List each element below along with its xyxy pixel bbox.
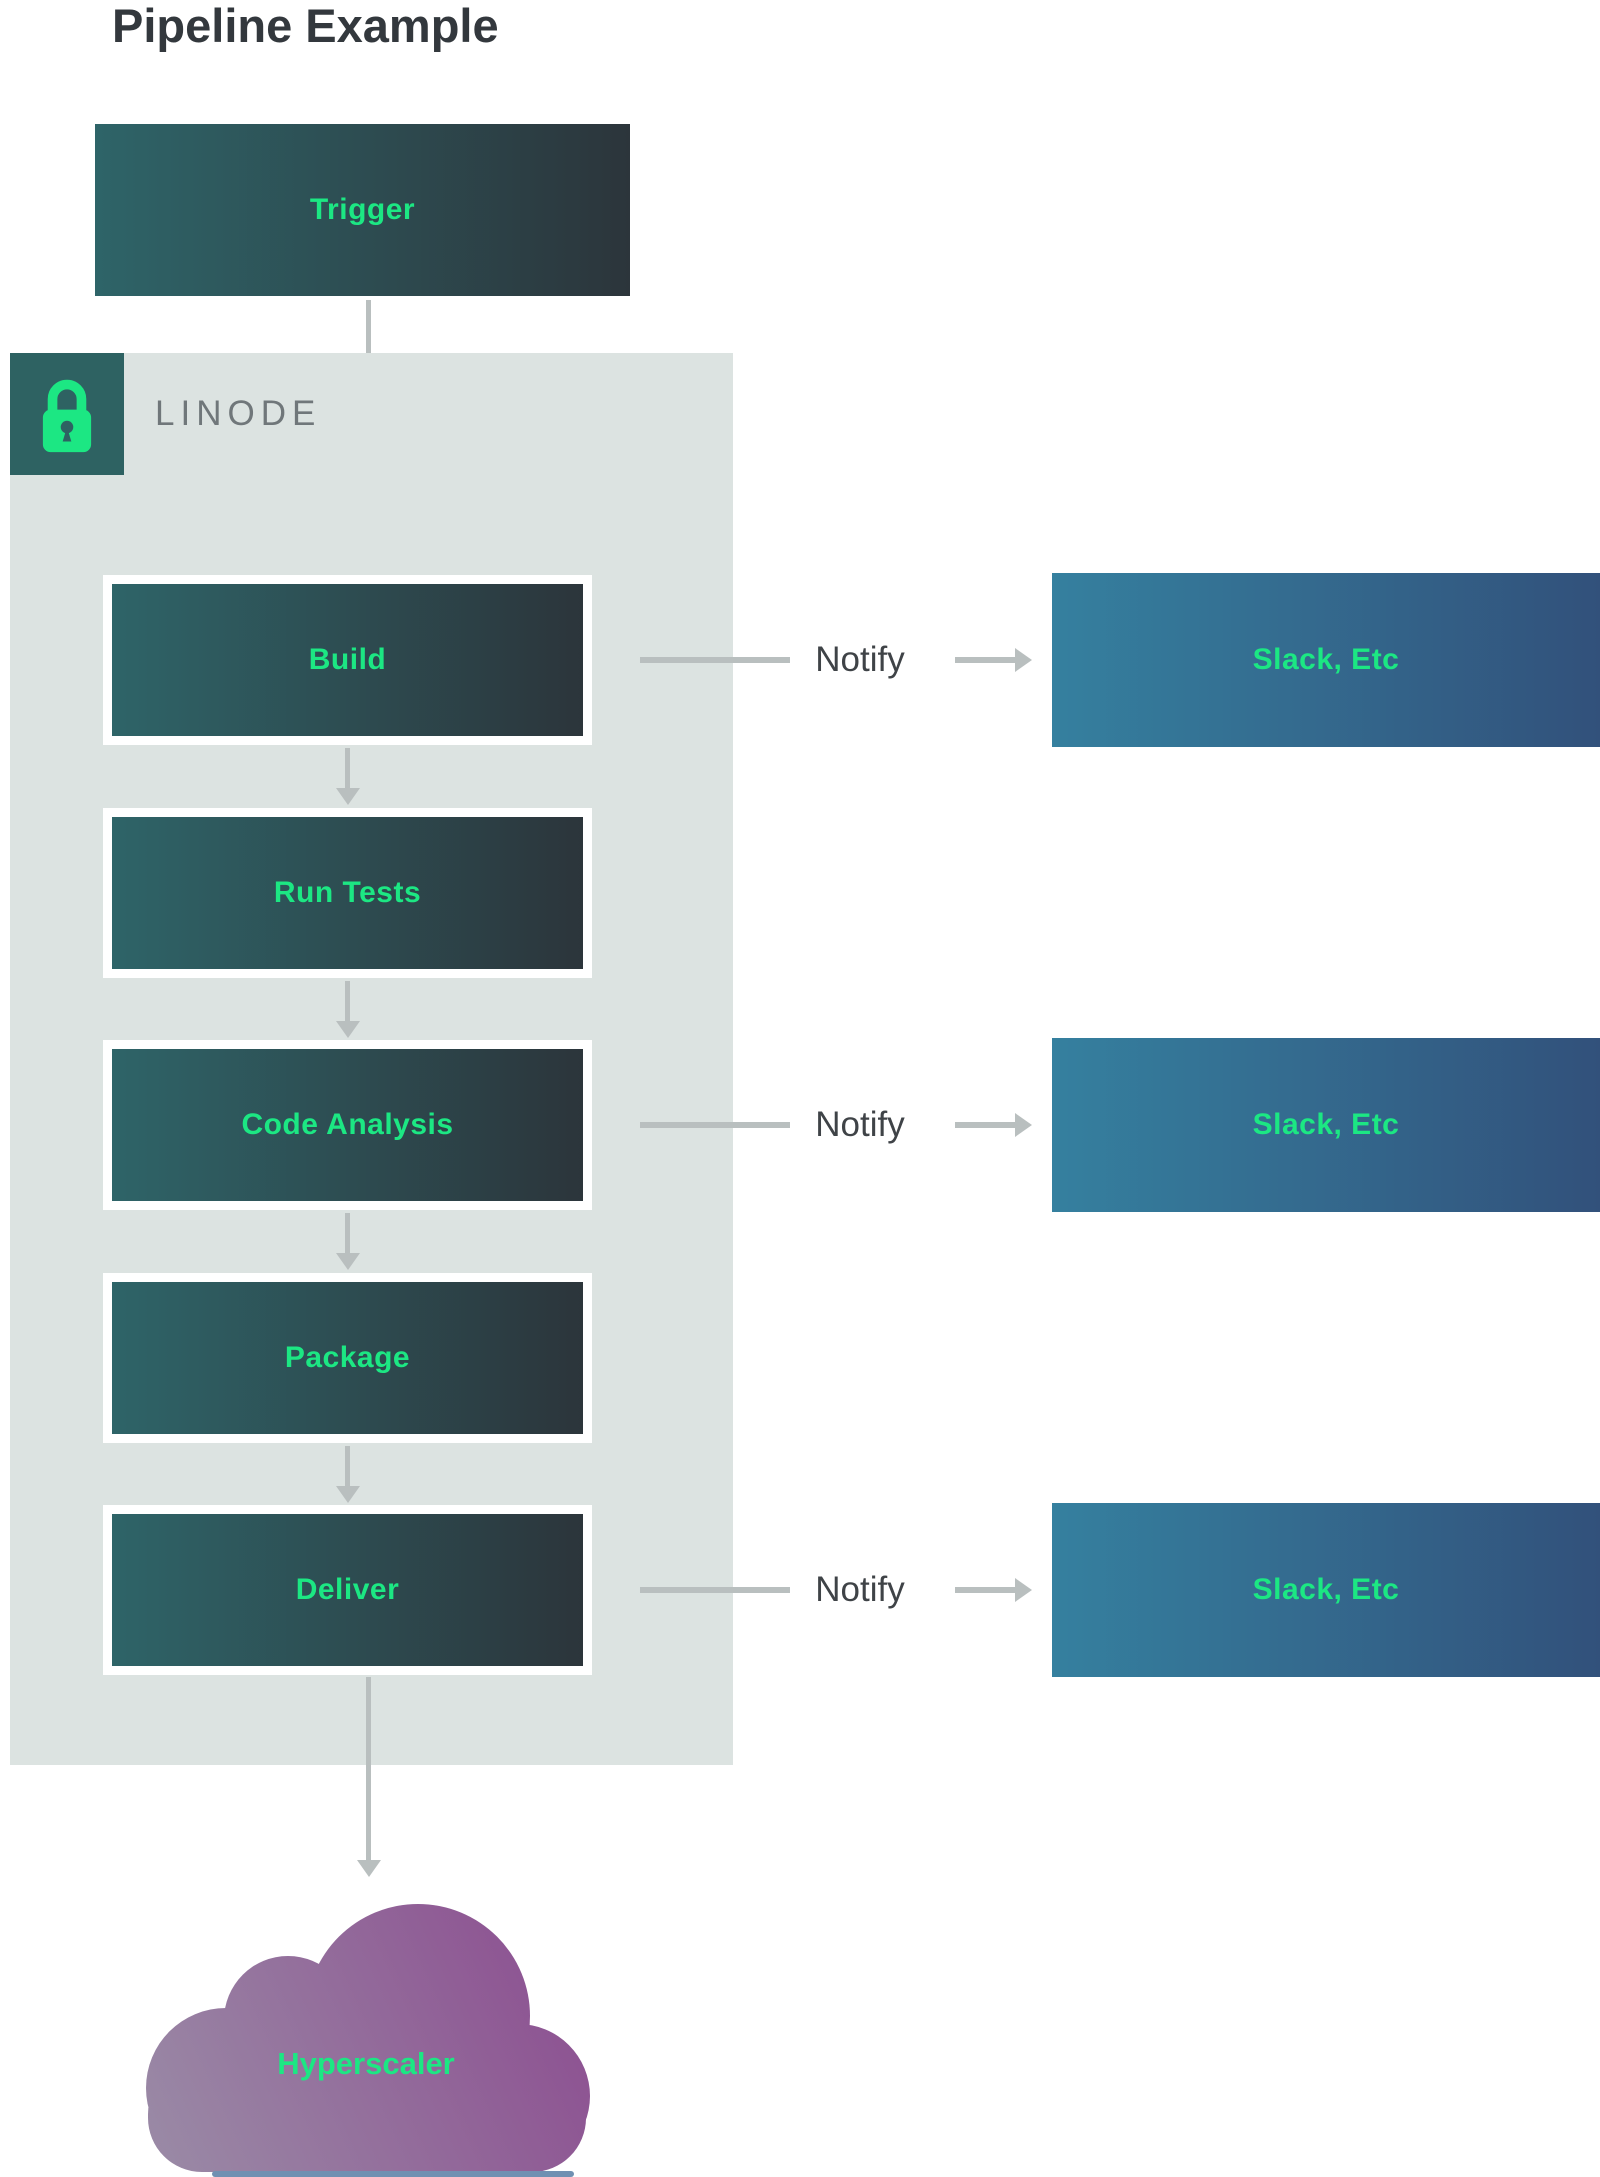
stage-build-label: Build <box>308 643 387 676</box>
trigger-label: Trigger <box>309 193 416 226</box>
notify-arrow-codeanalysis <box>955 1122 1015 1128</box>
stage-deliver: Deliver <box>103 1505 592 1675</box>
page-title: Pipeline Example <box>112 0 499 52</box>
notify-label-deliver: Notify <box>815 1570 905 1609</box>
notify-arrow-deliver <box>955 1587 1015 1593</box>
stage-code-analysis-body: Code Analysis <box>112 1049 583 1201</box>
cloud-icon <box>146 1904 590 2172</box>
slack-label-deliver: Slack, Etc <box>1252 1573 1400 1606</box>
arrow-runtests-to-codeanalysis <box>345 981 350 1021</box>
arrow-deliver-to-hyperscaler <box>366 1677 371 1860</box>
linode-label: LINODE <box>155 394 322 433</box>
slack-node-codeanalysis: Slack, Etc <box>1052 1038 1600 1212</box>
notify-label-codeanalysis: Notify <box>815 1105 905 1144</box>
stage-package-label: Package <box>284 1341 411 1374</box>
slack-label-build: Slack, Etc <box>1252 643 1400 676</box>
stage-run-tests: Run Tests <box>103 808 592 978</box>
stage-package-body: Package <box>112 1282 583 1434</box>
hyperscaler-label: Hyperscaler <box>277 2046 455 2081</box>
stage-code-analysis: Code Analysis <box>103 1040 592 1210</box>
notify-arrow-build <box>955 657 1015 663</box>
slack-node-build: Slack, Etc <box>1052 573 1600 747</box>
stage-deliver-label: Deliver <box>295 1573 400 1606</box>
arrow-package-to-deliver <box>345 1446 350 1486</box>
notify-line-build <box>640 657 790 663</box>
stage-build: Build <box>103 575 592 745</box>
hyperscaler-node: Hyperscaler <box>140 1898 592 2173</box>
notify-line-codeanalysis <box>640 1122 790 1128</box>
notify-line-deliver <box>640 1587 790 1593</box>
slack-node-deliver: Slack, Etc <box>1052 1503 1600 1677</box>
stage-build-body: Build <box>112 584 583 736</box>
bottom-cutoff-shape <box>212 2171 574 2177</box>
stage-run-tests-body: Run Tests <box>112 817 583 969</box>
notify-label-build: Notify <box>815 640 905 679</box>
stage-run-tests-label: Run Tests <box>273 876 422 909</box>
arrow-codeanalysis-to-package <box>345 1213 350 1253</box>
stage-package: Package <box>103 1273 592 1443</box>
lock-icon <box>42 379 92 452</box>
trigger-node: Trigger <box>95 124 630 296</box>
stage-deliver-body: Deliver <box>112 1514 583 1666</box>
slack-label-codeanalysis: Slack, Etc <box>1252 1108 1400 1141</box>
arrow-build-to-runtests <box>345 748 350 788</box>
stage-code-analysis-label: Code Analysis <box>241 1108 454 1141</box>
lock-badge <box>10 353 124 475</box>
